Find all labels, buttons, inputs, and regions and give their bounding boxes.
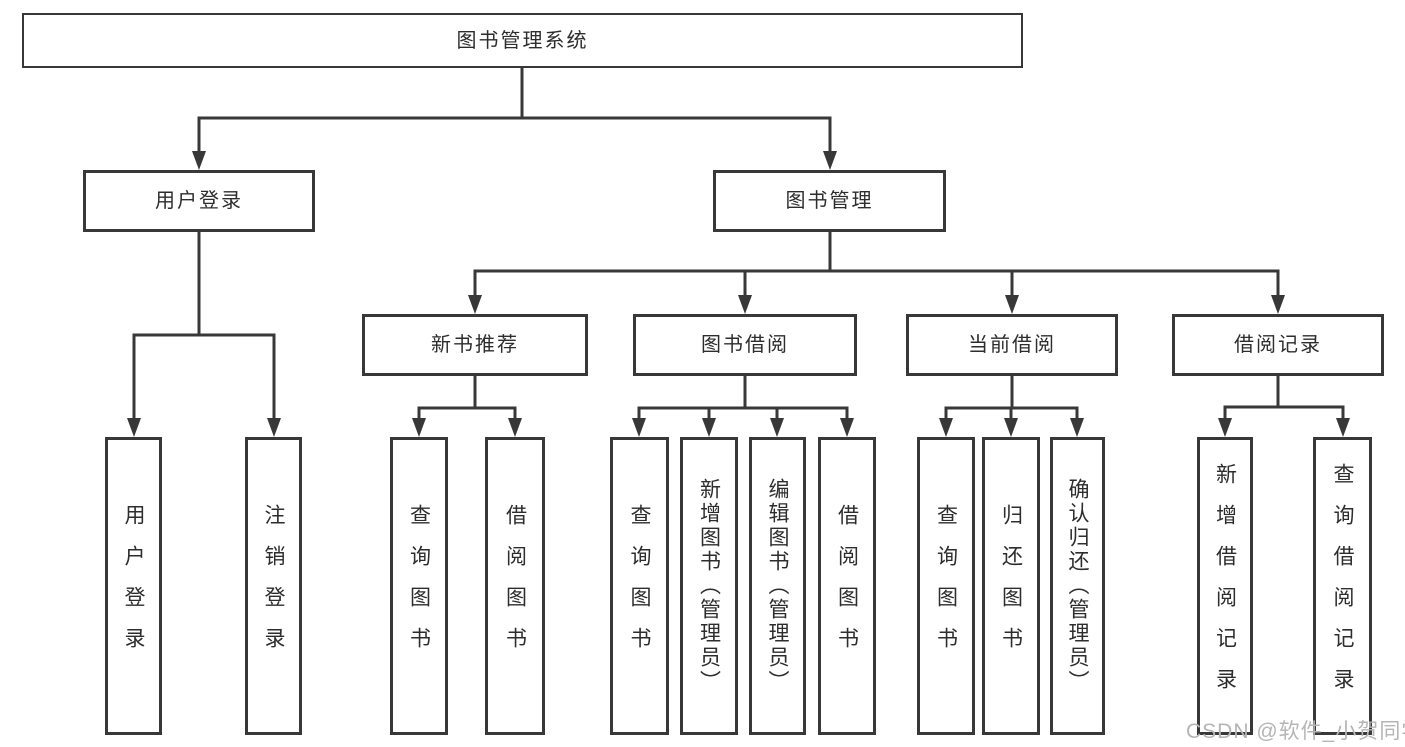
leaf-return-books: 归还图书 xyxy=(982,437,1040,735)
leaf-edit-books-admin: 编辑图书（管理员） xyxy=(749,437,806,735)
leaf-query-books-current: 查询图书 xyxy=(917,437,975,735)
node-book-borrowing: 图书借阅 xyxy=(633,314,857,376)
leaf-query-books-recommend: 查询图书 xyxy=(390,437,448,735)
leaf-add-borrow-record: 新增借阅记录 xyxy=(1197,437,1253,735)
node-book-management: 图书管理 xyxy=(713,170,946,232)
node-label: 编辑图书（管理员） xyxy=(766,478,789,694)
node-label: 图书借阅 xyxy=(701,334,789,356)
leaf-user-login: 用户登录 xyxy=(105,437,162,735)
node-user-login: 用户登录 xyxy=(83,170,315,232)
node-label: 借阅图书 xyxy=(835,504,859,668)
node-label: 用户登录 xyxy=(122,504,145,668)
leaf-logout: 注销登录 xyxy=(245,437,302,735)
leaf-confirm-return-admin: 确认归还（管理员） xyxy=(1050,437,1105,735)
node-label: 查询借阅记录 xyxy=(1331,463,1354,709)
node-root-library-system: 图书管理系统 xyxy=(22,13,1023,68)
node-label: 查询图书 xyxy=(934,504,958,668)
node-new-book-recommend: 新书推荐 xyxy=(362,314,588,376)
leaf-query-books-borrow: 查询图书 xyxy=(610,437,669,735)
node-borrowing-records: 借阅记录 xyxy=(1172,314,1384,376)
node-label: 借阅图书 xyxy=(503,504,527,668)
node-label: 确认归还（管理员） xyxy=(1066,478,1089,694)
node-label: 借阅记录 xyxy=(1234,334,1322,356)
node-label: 新增图书（管理员） xyxy=(697,478,721,694)
node-label: 图书管理系统 xyxy=(456,29,589,52)
leaf-borrow-books: 借阅图书 xyxy=(818,437,876,735)
node-label: 归还图书 xyxy=(999,504,1023,668)
node-current-borrowing: 当前借阅 xyxy=(906,314,1118,376)
node-label: 用户登录 xyxy=(155,190,243,212)
node-label: 查询图书 xyxy=(407,504,431,668)
node-label: 查询图书 xyxy=(628,504,651,668)
leaf-query-borrow-record: 查询借阅记录 xyxy=(1313,437,1372,735)
node-label: 新书推荐 xyxy=(431,334,519,356)
leaf-add-books-admin: 新增图书（管理员） xyxy=(680,437,738,735)
csdn-watermark: CSDN @软件_小贺同学 xyxy=(1186,720,1405,743)
node-label: 新增借阅记录 xyxy=(1213,463,1237,709)
node-label: 当前借阅 xyxy=(968,334,1056,356)
node-label: 注销登录 xyxy=(262,504,285,668)
leaf-borrow-books-recommend: 借阅图书 xyxy=(485,437,545,735)
node-label: 图书管理 xyxy=(785,190,874,212)
